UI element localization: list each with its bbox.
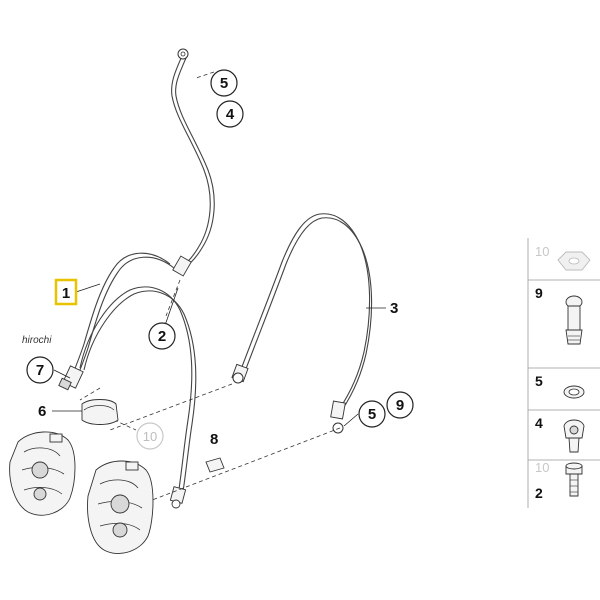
callout-3: 3	[390, 300, 398, 317]
side-item-nut: 10	[535, 244, 591, 271]
callout-5-top: 5	[210, 69, 238, 97]
side-item-banjo-bolt-9: 9	[535, 285, 583, 345]
callout-6: 6	[38, 403, 46, 420]
callout-10-ghost: 10	[136, 422, 164, 450]
side-item-banjo-fitting-4: 4	[535, 415, 585, 453]
svg-text:10: 10	[143, 429, 157, 444]
brake-caliper-left	[9, 431, 76, 516]
svg-text:4: 4	[226, 106, 235, 123]
brake-caliper-right	[87, 460, 154, 554]
brake-hose-left	[58, 252, 175, 391]
parts-side-panel: 10 9 5 4 10	[527, 238, 600, 508]
svg-text:7: 7	[36, 362, 44, 379]
clip-8	[205, 457, 225, 473]
assembly-lines	[79, 71, 341, 521]
upper-brake-hose	[171, 48, 215, 277]
svg-text:2: 2	[535, 485, 543, 501]
callout-1-highlighted: 1	[54, 278, 78, 306]
hose-clip-6	[81, 399, 119, 425]
svg-text:4: 4	[535, 415, 543, 431]
svg-text:5: 5	[220, 75, 228, 92]
svg-text:9: 9	[535, 285, 543, 301]
svg-text:5: 5	[368, 406, 376, 423]
callout-2: 2	[148, 322, 176, 350]
callout-5-right: 5	[358, 400, 386, 428]
svg-text:10: 10	[535, 244, 549, 259]
callout-9-right: 9	[386, 391, 414, 419]
svg-text:1: 1	[62, 285, 70, 302]
svg-text:3: 3	[390, 300, 398, 317]
callout-8: 8	[210, 431, 218, 448]
svg-text:9: 9	[396, 397, 404, 414]
svg-text:6: 6	[38, 403, 46, 420]
side-item-ghost-10: 10	[535, 460, 549, 475]
svg-text:2: 2	[158, 328, 166, 345]
watermark-text: hirochi	[22, 335, 52, 346]
callout-7: 7	[26, 356, 54, 384]
svg-text:8: 8	[210, 431, 218, 448]
brake-hose-3	[231, 213, 373, 434]
svg-text:10: 10	[535, 460, 549, 475]
svg-text:5: 5	[535, 373, 543, 389]
side-item-bolt-2: 2	[535, 462, 583, 501]
callout-4-top: 4	[216, 100, 244, 128]
brake-hose-2	[79, 286, 197, 509]
side-item-washer-5: 5	[535, 373, 585, 399]
